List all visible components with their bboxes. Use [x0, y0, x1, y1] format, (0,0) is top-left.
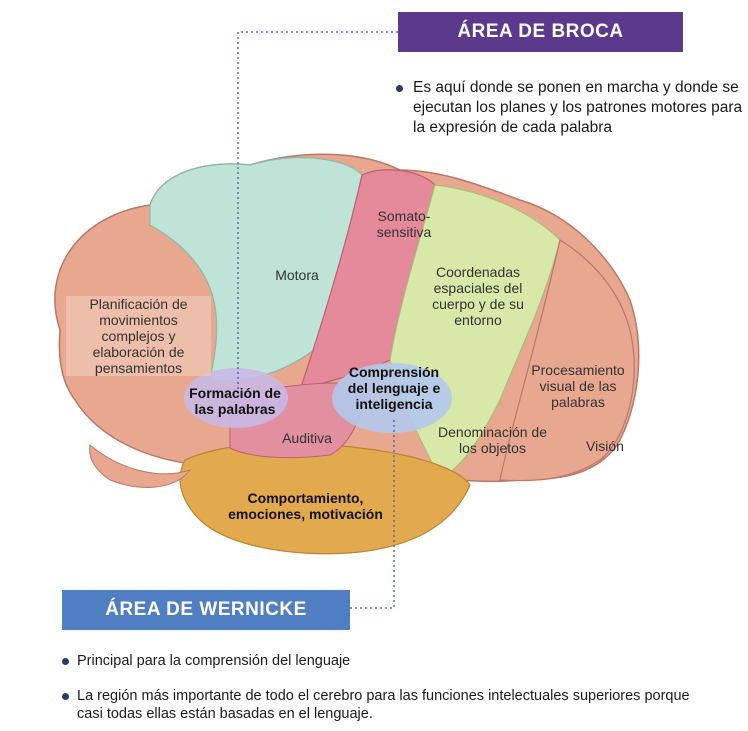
label-somatosensitiva: Somato-sensitiva — [376, 208, 432, 240]
label-denominacion: Denominación de los objetos — [438, 424, 547, 456]
broca-title: ÁREA DE BROCA — [398, 12, 683, 52]
label-procesamiento: Procesamiento visual de las palabras — [531, 362, 625, 410]
wernicke-area — [332, 363, 452, 433]
wernicke-bullet-1: Principal para la comprensión del lengua… — [62, 651, 677, 671]
label-comportamiento: Comportamiento, emociones, motivación — [228, 490, 383, 522]
bullet-icon — [62, 658, 69, 665]
label-vision: Visión — [586, 438, 624, 454]
wernicke-bullet-2-text: La región más importante de todo el cere… — [77, 688, 690, 722]
label-comprension: Comprensión del lenguaje e inteligencia — [347, 364, 441, 412]
label-planificacion: Planificación de movimientos complejos y… — [66, 296, 211, 376]
broca-description: Es aquí donde se ponen en marcha y donde… — [396, 78, 743, 138]
label-coordenadas: Coordenadas espaciales del cuerpo y de s… — [432, 264, 524, 328]
wernicke-bullet-1-text: Principal para la comprensión del lengua… — [77, 653, 351, 669]
label-auditiva: Auditiva — [282, 430, 332, 446]
bullet-icon — [396, 85, 403, 92]
bullet-icon — [62, 693, 69, 700]
label-formacion: Formación de las palabras — [189, 385, 281, 417]
occipital-cortex — [499, 239, 635, 482]
lower-lobe — [89, 444, 192, 488]
wernicke-title: ÁREA DE WERNICKE — [62, 590, 350, 630]
broca-description-text: Es aquí donde se ponen en marcha y donde… — [413, 79, 743, 136]
broca-connector — [237, 31, 398, 395]
wernicke-bullet-2: La región más importante de todo el cere… — [62, 687, 717, 723]
label-motora: Motora — [275, 267, 319, 283]
broca-area — [184, 368, 288, 428]
